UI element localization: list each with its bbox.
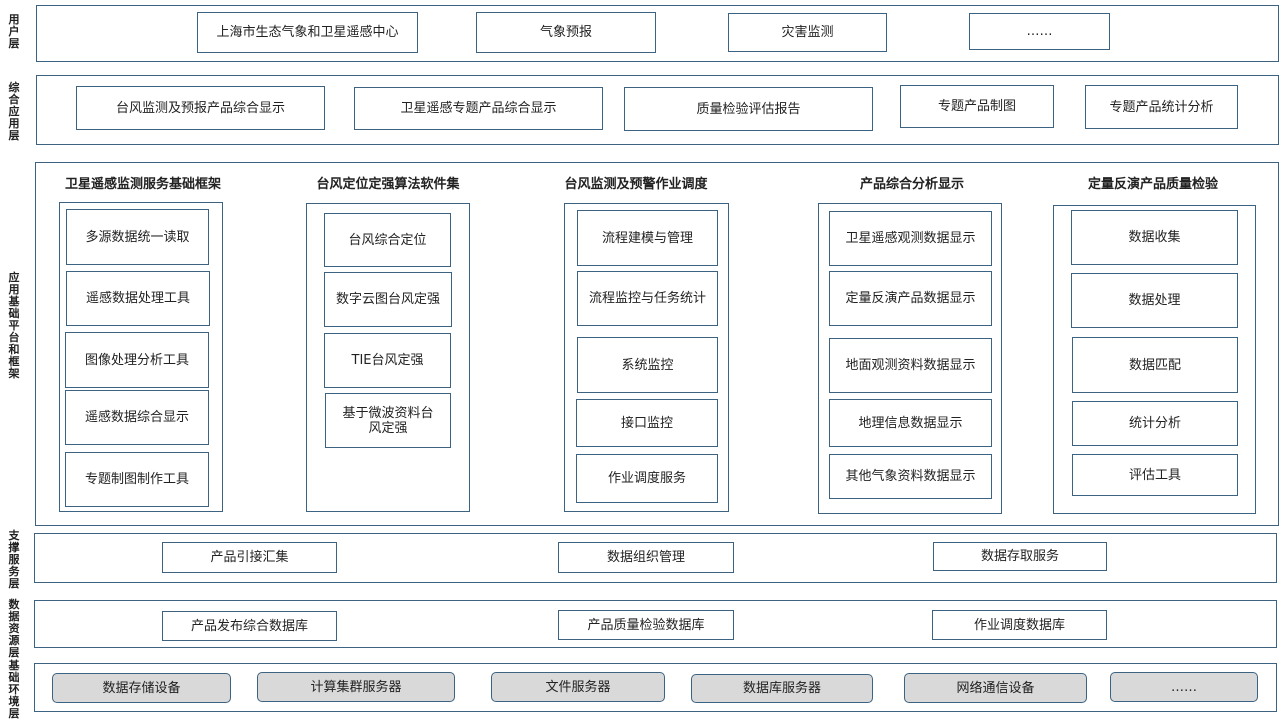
layer-label-data: 数据资源层 xyxy=(8,598,20,659)
layer-label-support: 支撑服务层 xyxy=(8,529,20,590)
layer-label-integrated-app: 综合应用层 xyxy=(8,81,20,142)
layer-label-platform: 应用基础平台和框架 xyxy=(8,271,20,380)
user-item: 上海市生态气象和卫星遥感中心 xyxy=(197,12,418,53)
user-item: 灾害监测 xyxy=(728,13,887,52)
infra-item: 数据存储设备 xyxy=(52,673,231,703)
platform-item: 多源数据统一读取 xyxy=(66,209,209,265)
platform-item: 其他气象资料数据显示 xyxy=(829,454,992,499)
platform-item: 数据处理 xyxy=(1071,273,1238,328)
platform-item: 数据匹配 xyxy=(1072,337,1238,393)
platform-item: 作业调度服务 xyxy=(576,454,718,503)
platform-column-title: 产品综合分析显示 xyxy=(859,177,964,192)
support-item: 产品引接汇集 xyxy=(162,542,337,573)
platform-item: 评估工具 xyxy=(1072,454,1238,496)
user-layer xyxy=(36,5,1279,62)
platform-item: 遥感数据处理工具 xyxy=(66,271,210,326)
layer-label-infra: 基础环境层 xyxy=(8,659,20,720)
platform-column-title: 卫星遥感监测服务基础框架 xyxy=(64,177,221,192)
platform-column-frame xyxy=(306,203,470,512)
platform-item: 专题制图制作工具 xyxy=(65,452,209,507)
platform-item: 图像处理分析工具 xyxy=(65,332,209,388)
integrated-app-item: 台风监测及预报产品综合显示 xyxy=(76,86,325,130)
infra-item: 数据库服务器 xyxy=(691,674,873,703)
platform-item: 数字云图台风定强 xyxy=(324,272,452,327)
platform-item: 数据收集 xyxy=(1071,210,1238,265)
platform-item: 接口监控 xyxy=(576,399,718,447)
integrated-app-item: 质量检验评估报告 xyxy=(624,87,873,131)
integrated-app-item: 专题产品统计分析 xyxy=(1085,85,1238,129)
platform-item: TIE台风定强 xyxy=(324,333,451,388)
layer-label-user: 用户层 xyxy=(8,13,20,50)
data-item: 产品发布综合数据库 xyxy=(162,611,337,641)
platform-item: 遥感数据综合显示 xyxy=(65,390,209,445)
platform-item: 系统监控 xyxy=(577,337,718,393)
user-item: 气象预报 xyxy=(476,12,656,53)
data-item: 作业调度数据库 xyxy=(932,610,1107,640)
platform-item: 地面观测资料数据显示 xyxy=(829,338,992,393)
infra-item: 文件服务器 xyxy=(491,672,665,702)
platform-item: 流程建模与管理 xyxy=(577,210,718,266)
platform-layer xyxy=(35,162,1279,526)
platform-item: 台风综合定位 xyxy=(324,213,451,267)
user-item: …… xyxy=(969,13,1110,50)
data-item: 产品质量检验数据库 xyxy=(558,610,734,640)
support-layer xyxy=(34,533,1277,583)
platform-column-title: 台风监测及预警作业调度 xyxy=(564,177,708,192)
infra-layer xyxy=(34,663,1277,712)
platform-column-title: 台风定位定强算法软件集 xyxy=(316,177,460,192)
platform-item: 卫星遥感观测数据显示 xyxy=(829,211,992,266)
platform-item: 基于微波资料台风定强 xyxy=(325,393,451,448)
integrated-app-item: 专题产品制图 xyxy=(900,85,1054,128)
platform-item: 流程监控与任务统计 xyxy=(577,271,718,326)
support-item: 数据存取服务 xyxy=(933,542,1107,571)
integrated-app-layer xyxy=(36,75,1279,145)
platform-column-title: 定量反演产品质量检验 xyxy=(1087,177,1218,192)
platform-item: 统计分析 xyxy=(1072,401,1238,446)
support-item: 数据组织管理 xyxy=(558,542,734,573)
infra-item: …… xyxy=(1110,672,1258,702)
platform-column-frame xyxy=(59,202,223,512)
platform-item: 地理信息数据显示 xyxy=(829,399,992,447)
platform-column-frame xyxy=(1053,205,1256,514)
platform-column-frame xyxy=(564,203,729,512)
infra-item: 计算集群服务器 xyxy=(257,672,455,702)
integrated-app-item: 卫星遥感专题产品综合显示 xyxy=(354,87,603,130)
data-layer xyxy=(34,600,1277,648)
platform-column-frame xyxy=(818,203,1002,514)
platform-item: 定量反演产品数据显示 xyxy=(829,271,992,326)
infra-item: 网络通信设备 xyxy=(904,673,1087,703)
